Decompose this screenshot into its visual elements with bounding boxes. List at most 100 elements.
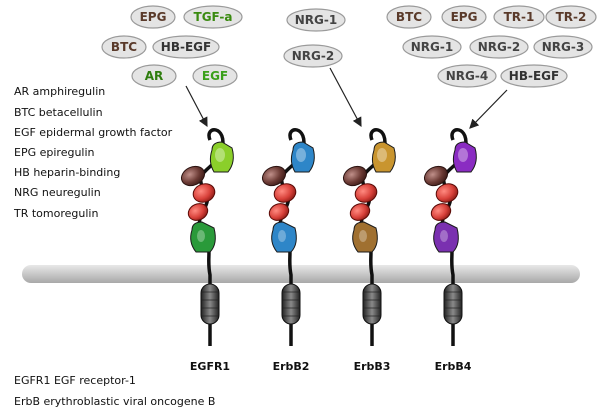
transmembrane-domain (200, 283, 220, 325)
ligand-label: BTC (111, 40, 137, 54)
ligand-btc: BTC (101, 35, 147, 59)
ligand-label: NRG-1 (295, 13, 337, 27)
ligand-nrg-4: NRG-4 (437, 64, 497, 88)
receptor-erbb4 (423, 128, 477, 346)
ligand-btc: BTC (386, 5, 432, 29)
ligand-label: NRG-1 (411, 40, 453, 54)
abbrev-hb: HB heparin-binding (14, 166, 120, 179)
ligand-label: NRG-2 (292, 49, 334, 63)
abbrev-nrg: NRG neuregulin (14, 186, 101, 199)
arrow-to-erbb4 (469, 89, 508, 129)
ligand-label: TGF-a (194, 10, 233, 24)
ligand-nrg-2: NRG-2 (283, 44, 343, 68)
receptor-erbb3 (342, 128, 396, 346)
receptor-label-egfr1: EGFR1 (190, 360, 230, 373)
ligand-pill (533, 35, 593, 59)
arrow-to-egfr1 (185, 85, 208, 128)
ligand-pill (286, 8, 346, 32)
abbreviation-legend: AR amphiregulin BTC betacellulin EGF epi… (13, 85, 173, 220)
abbrev-tr: TR tomoregulin (13, 207, 98, 220)
ligand-pill (402, 35, 462, 59)
domain-ii-lower (187, 203, 209, 221)
ligand-pill (545, 5, 597, 29)
domain-ii-lower (430, 203, 452, 221)
receptor-egfr1 (180, 128, 234, 346)
ligand-epg: EPG (130, 5, 176, 29)
ligand-tr-2: TR-2 (545, 5, 597, 29)
domain-i (180, 165, 206, 187)
ligand-egf: EGF (192, 64, 238, 88)
abbrev-egf: EGF epidermal growth factor (14, 126, 173, 139)
domain-ii (435, 183, 459, 203)
receptor-erbb2 (261, 128, 315, 346)
ligand-nrg-1: NRG-1 (402, 35, 462, 59)
ligand-label: EPG (451, 10, 478, 24)
ligand-nrg-2: NRG-2 (469, 35, 529, 59)
ligand-pill (192, 64, 238, 88)
ligand-label: NRG-3 (542, 40, 584, 54)
domain-iv (352, 221, 378, 253)
ligand-pill (131, 64, 177, 88)
ligand-nrg-3: NRG-3 (533, 35, 593, 59)
ligand-pill (183, 5, 243, 29)
domain-iv (433, 221, 459, 253)
receptor-label-erbb3: ErbB3 (354, 360, 391, 373)
domain-i (261, 165, 287, 187)
ligand-binding-domain (371, 141, 396, 173)
ligand-label: TR-2 (556, 10, 587, 24)
ligand-pill (437, 64, 497, 88)
ligand-pill (130, 5, 176, 29)
ligand-label: HB-EGF (161, 40, 211, 54)
abbrev-ar: AR amphiregulin (14, 85, 105, 98)
ligand-ar: AR (131, 64, 177, 88)
receptor-label-erbb2: ErbB2 (273, 360, 310, 373)
transmembrane-domain (362, 283, 382, 325)
footnote-egfr1: EGFR1 EGF receptor-1 (14, 374, 136, 387)
ligand-pill (386, 5, 432, 29)
ligand-label: AR (145, 69, 164, 83)
ligand-hb-egf: HB-EGF (500, 64, 568, 88)
ligand-pill (500, 64, 568, 88)
ligand-label: BTC (396, 10, 422, 24)
ligand-pill (283, 44, 343, 68)
ligand-pill (493, 5, 545, 29)
transmembrane-domain (281, 283, 301, 325)
receptors (180, 128, 477, 346)
domain-ii-lower (349, 203, 371, 221)
ligand-binding-domain (290, 141, 315, 173)
ligand-label: EGF (202, 69, 228, 83)
ligand-label: EPG (140, 10, 167, 24)
receptor-labels: EGFR1 ErbB2 ErbB3 ErbB4 (190, 360, 472, 373)
ligand-pill (469, 35, 529, 59)
domain-iv (190, 221, 216, 253)
ligand-tr-1: TR-1 (493, 5, 545, 29)
footnotes: EGFR1 EGF receptor-1 ErbB erythroblastic… (14, 374, 215, 408)
abbrev-btc: BTC betacellulin (14, 106, 103, 119)
ligand-label: NRG-4 (446, 69, 488, 83)
domain-i (423, 165, 449, 187)
receptor-label-erbb4: ErbB4 (435, 360, 472, 373)
ligand-binding-domain (452, 141, 477, 173)
ligand-label: NRG-2 (478, 40, 520, 54)
cell-membrane (22, 265, 580, 283)
transmembrane-domain (443, 283, 463, 325)
domain-ii (354, 183, 378, 203)
domain-ii (192, 183, 216, 203)
domain-i (342, 165, 368, 187)
ligand-hb-egf: HB-EGF (152, 35, 220, 59)
domain-ii-lower (268, 203, 290, 221)
ligand-tgf-a: TGF-a (183, 5, 243, 29)
ligand-binding-domain (209, 141, 234, 173)
arrow-to-erbb3 (329, 67, 362, 128)
ligand-pill (441, 5, 487, 29)
footnote-erbb: ErbB erythroblastic viral oncogene B (14, 395, 215, 408)
domain-ii (273, 183, 297, 203)
ligand-pill (152, 35, 220, 59)
domain-iv (271, 221, 297, 253)
ligand-epg: EPG (441, 5, 487, 29)
